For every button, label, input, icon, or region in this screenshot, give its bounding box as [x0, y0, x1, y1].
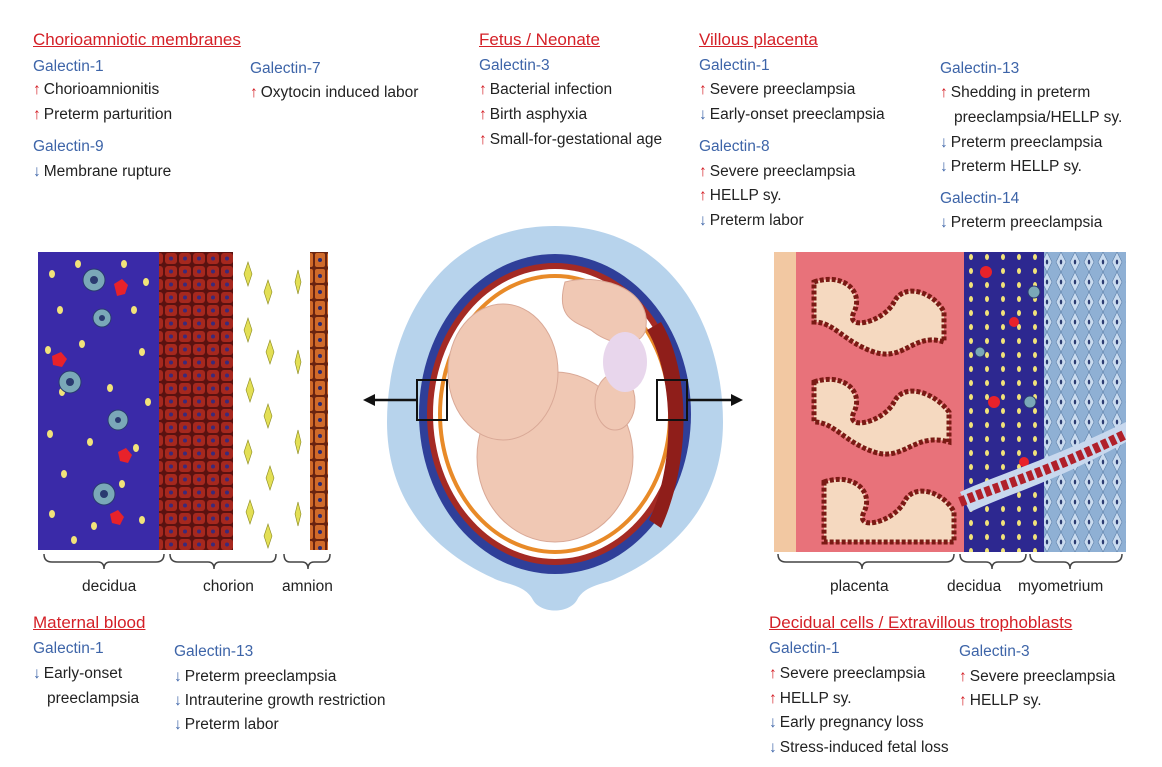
down-arrow-icon: ↓ — [699, 212, 707, 229]
layer-label-amnion: amnion — [282, 578, 333, 595]
down-arrow-icon: ↓ — [940, 134, 948, 151]
layer-label-placenta: placenta — [830, 578, 889, 595]
chorio-g9-item-1: ↓Membrane rupture — [33, 163, 172, 180]
decidual-g1-item-4: ↓Stress-induced fetal loss — [769, 739, 949, 756]
villous-g13-item-1-cont: preeclampsia/HELLP sy. — [954, 109, 1123, 126]
up-arrow-icon: ↑ — [479, 131, 487, 148]
maternal-g1-item-1-cont: preeclampsia — [47, 690, 140, 707]
villous-g14-item-1: ↓Preterm preeclampsia — [940, 214, 1103, 231]
maternal-g1-item-1: ↓Early-onset — [33, 665, 123, 682]
decidual-galectin3-label: Galectin-3 — [959, 643, 1030, 660]
left-layer-braces — [43, 553, 331, 570]
decidual-g3-item-1: ↑Severe preeclampsia — [959, 668, 1116, 685]
villous-galectin1-label: Galectin-1 — [699, 57, 770, 74]
up-arrow-icon: ↑ — [959, 668, 967, 685]
chorio-g1-item-2: ↑Preterm parturition — [33, 106, 173, 123]
fetus-g3-item-3: ↑Small-for-gestational age — [479, 131, 663, 148]
villous-heading: Villous placenta — [699, 30, 818, 49]
placenta-tissue-illustration — [774, 252, 1126, 552]
villous-g8-item-2: ↑HELLP sy. — [699, 187, 782, 204]
maternal-galectin1-label: Galectin-1 — [33, 640, 104, 657]
decidual-g1-item-2: ↑HELLP sy. — [769, 690, 852, 707]
villous-galectin8-label: Galectin-8 — [699, 138, 770, 155]
up-arrow-icon: ↑ — [699, 163, 707, 180]
chorio-g7-item-1: ↑Oxytocin induced labor — [250, 84, 419, 101]
down-arrow-icon: ↓ — [33, 163, 41, 180]
fetus-g3-item-2: ↑Birth asphyxia — [479, 106, 588, 123]
decidual-g1-item-1: ↑Severe preeclampsia — [769, 665, 926, 682]
down-arrow-icon: ↓ — [940, 214, 948, 231]
chorio-galectin1-label: Galectin-1 — [33, 58, 104, 75]
down-arrow-icon: ↓ — [174, 692, 182, 709]
decidual-galectin1-label: Galectin-1 — [769, 640, 840, 657]
up-arrow-icon: ↑ — [940, 84, 948, 101]
maternal-galectin13-label: Galectin-13 — [174, 643, 254, 660]
decidual-g3-item-2: ↑HELLP sy. — [959, 692, 1042, 709]
layer-label-decidua-left: decidua — [82, 578, 137, 595]
villous-g1-item-2: ↓Early-onset preeclampsia — [699, 106, 885, 123]
fetus-galectin3-label: Galectin-3 — [479, 57, 550, 74]
up-arrow-icon: ↑ — [250, 84, 258, 101]
up-arrow-icon: ↑ — [769, 665, 777, 682]
layer-label-decidua-right: decidua — [947, 578, 1002, 595]
maternal-g13-item-1: ↓Preterm preeclampsia — [174, 668, 337, 685]
villous-g13-item-2: ↓Preterm preeclampsia — [940, 134, 1103, 151]
uterus-fetus-illustration — [363, 226, 743, 611]
up-arrow-icon: ↑ — [699, 187, 707, 204]
maternal-g13-item-2: ↓Intrauterine growth restriction — [174, 692, 386, 709]
up-arrow-icon: ↑ — [33, 106, 41, 123]
villous-g8-item-3: ↓Preterm labor — [699, 212, 804, 229]
down-arrow-icon: ↓ — [33, 665, 41, 682]
up-arrow-icon: ↑ — [33, 81, 41, 98]
up-arrow-icon: ↑ — [479, 81, 487, 98]
chorio-galectin7-label: Galectin-7 — [250, 60, 321, 77]
villous-g1-item-1: ↑Severe preeclampsia — [699, 81, 856, 98]
chorio-heading: Chorioamniotic membranes — [33, 30, 241, 49]
down-arrow-icon: ↓ — [699, 106, 707, 123]
villous-galectin14-label: Galectin-14 — [940, 190, 1020, 207]
decidual-heading: Decidual cells / Extravillous trophoblas… — [769, 613, 1073, 632]
maternal-g13-item-3: ↓Preterm labor — [174, 716, 279, 733]
down-arrow-icon: ↓ — [769, 739, 777, 756]
down-arrow-icon: ↓ — [769, 714, 777, 731]
decidual-g1-item-3: ↓Early pregnancy loss — [769, 714, 924, 731]
up-arrow-icon: ↑ — [959, 692, 967, 709]
down-arrow-icon: ↓ — [940, 158, 948, 175]
right-layer-braces — [777, 553, 1123, 570]
villous-galectin13-label: Galectin-13 — [940, 60, 1020, 77]
down-arrow-icon: ↓ — [174, 716, 182, 733]
maternal-heading: Maternal blood — [33, 613, 146, 632]
up-arrow-icon: ↑ — [699, 81, 707, 98]
fetus-g3-item-1: ↑Bacterial infection — [479, 81, 613, 98]
villous-g13-item-1: ↑Shedding in preterm — [940, 84, 1091, 101]
layer-label-chorion: chorion — [203, 578, 254, 595]
villous-g8-item-1: ↑Severe preeclampsia — [699, 163, 856, 180]
chorio-galectin9-label: Galectin-9 — [33, 138, 104, 155]
fetus-heading: Fetus / Neonate — [479, 30, 600, 49]
chorio-g1-item-1: ↑Chorioamnionitis — [33, 81, 160, 98]
up-arrow-icon: ↑ — [479, 106, 487, 123]
membrane-tissue-illustration — [38, 252, 328, 550]
down-arrow-icon: ↓ — [174, 668, 182, 685]
up-arrow-icon: ↑ — [769, 690, 777, 707]
layer-label-myometrium: myometrium — [1018, 578, 1104, 595]
villous-g13-item-3: ↓Preterm HELLP sy. — [940, 158, 1082, 175]
